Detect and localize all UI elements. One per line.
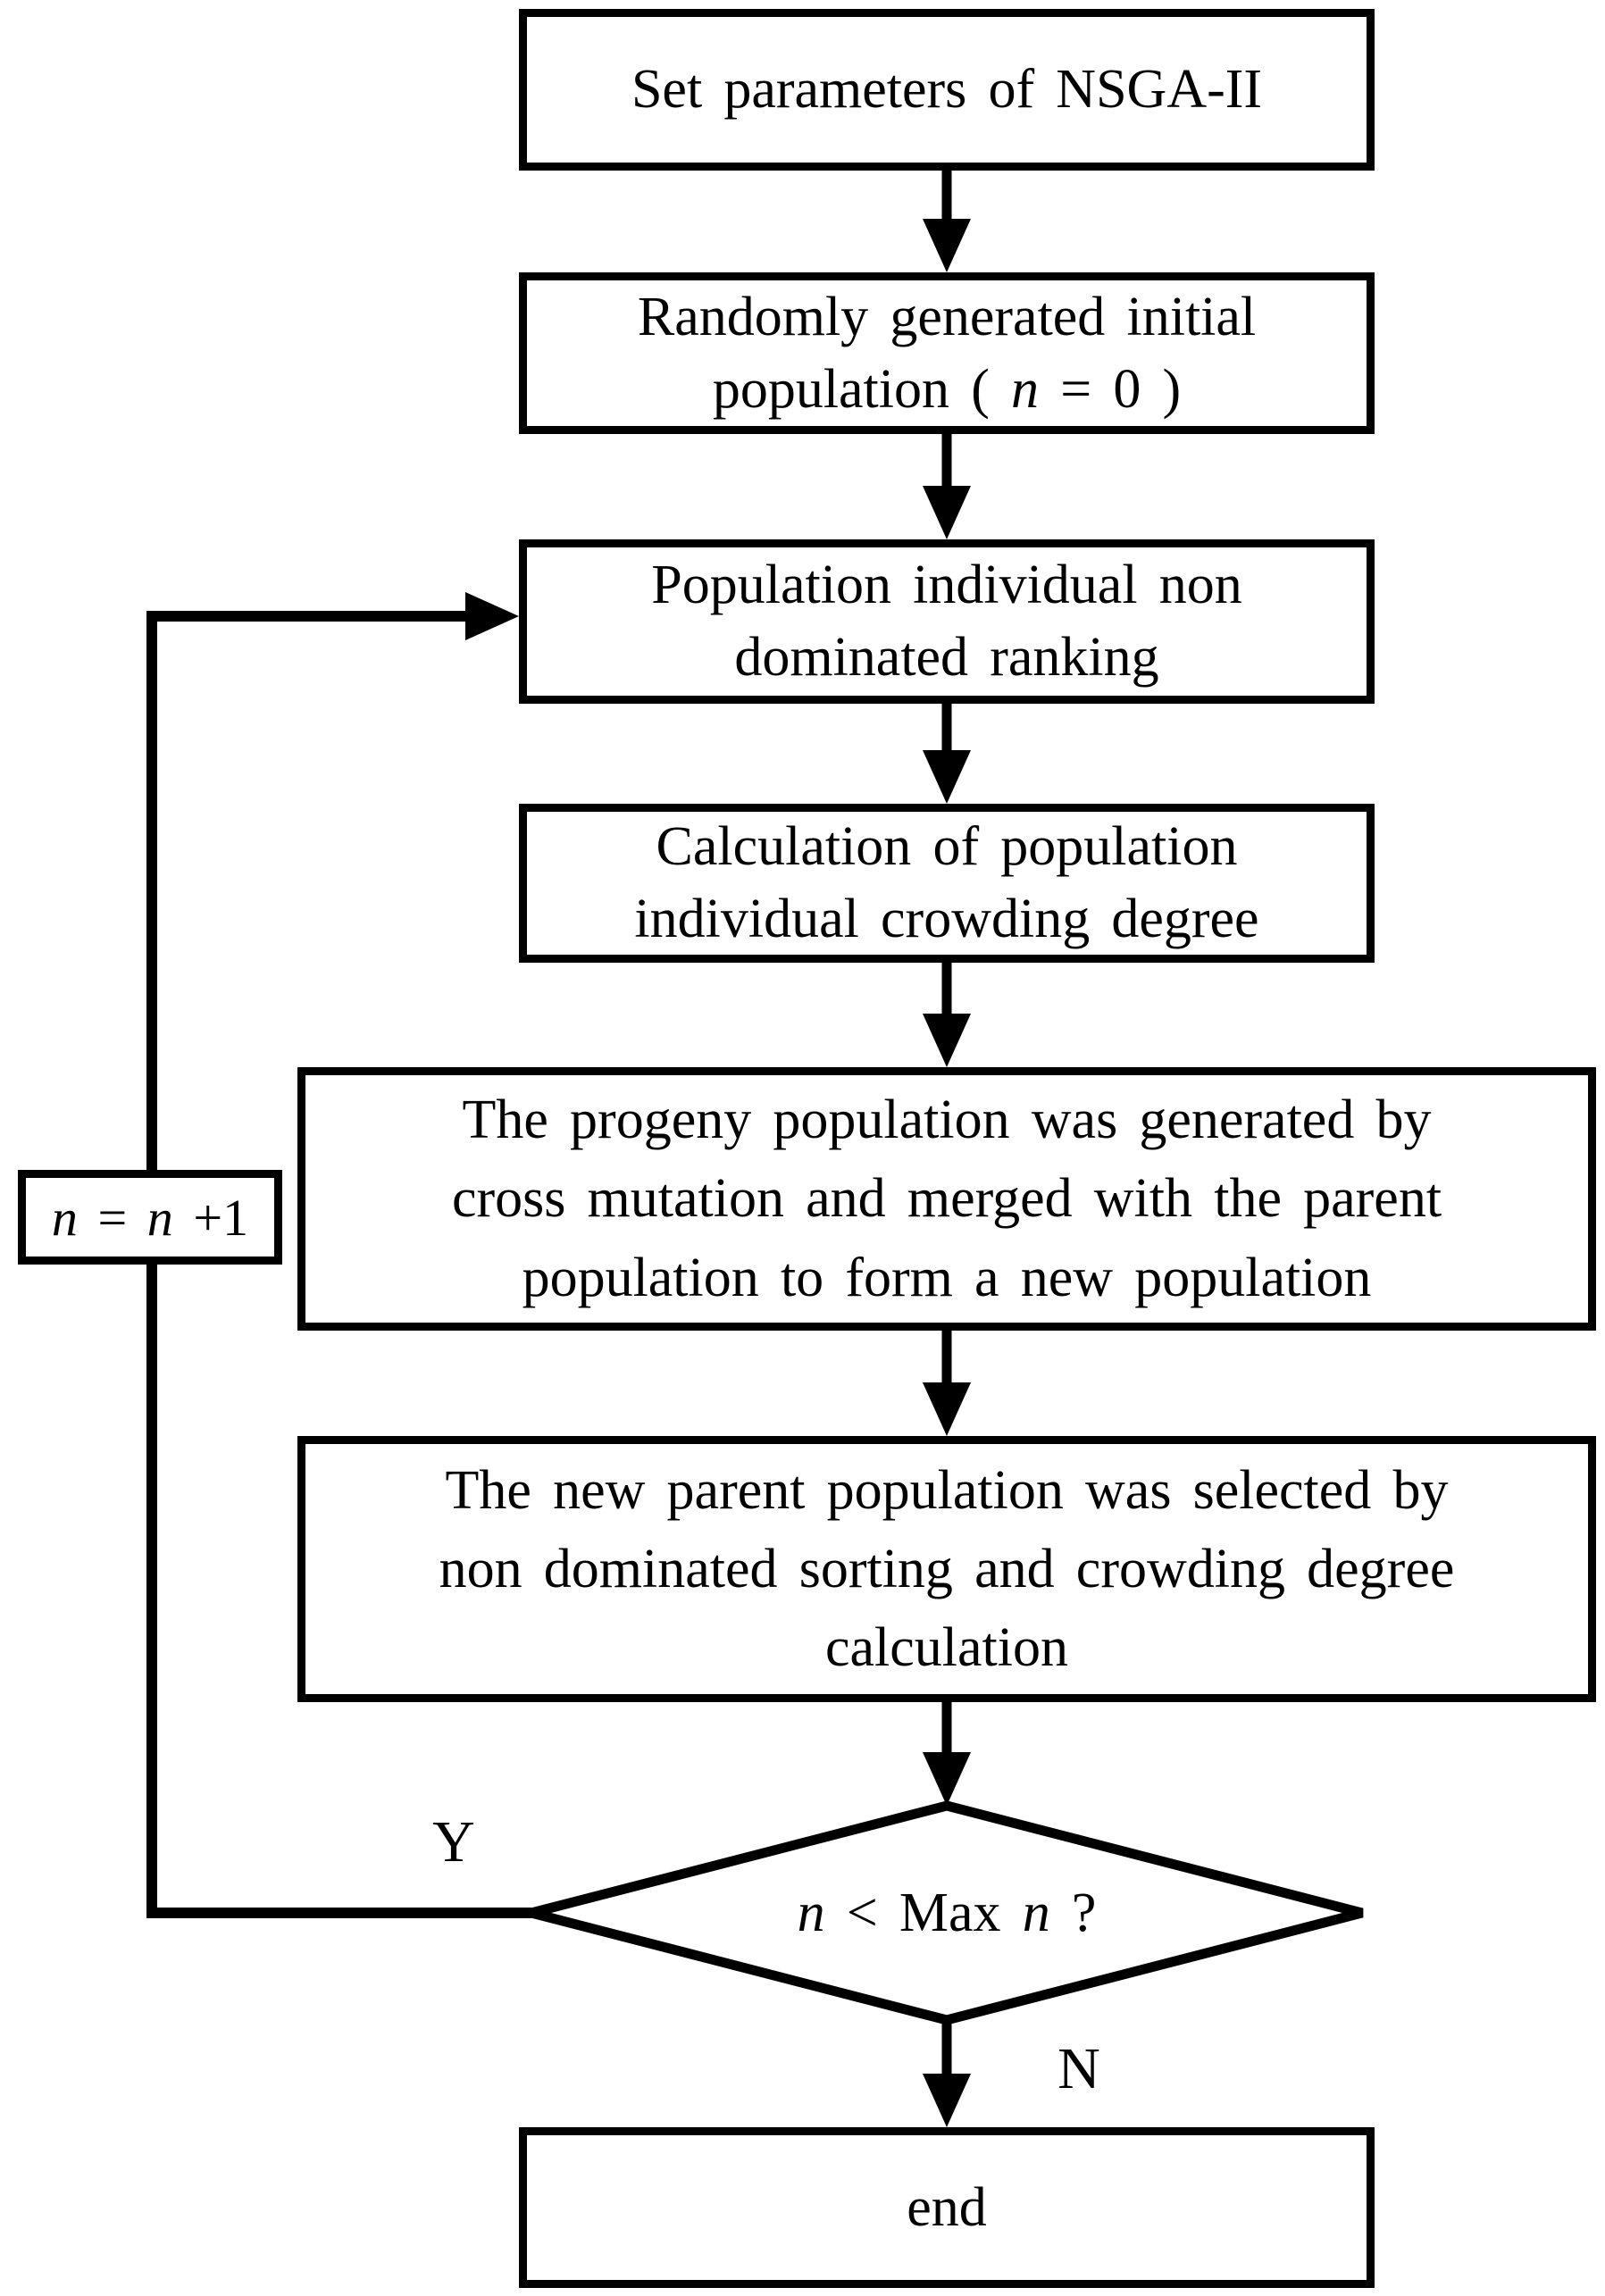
arrow-ranking-to-crowding: [923, 704, 971, 804]
arrow-progeny-to-new-parent: [923, 1331, 971, 1436]
increment-var1-n: n: [51, 1188, 78, 1247]
node-crowding-line2: individual crowding degree: [634, 889, 1259, 949]
node-crowding-degree: Calculation of population individual cro…: [519, 804, 1375, 963]
node-new-parent-line3: calculation: [825, 1617, 1068, 1679]
node-end: end: [519, 2127, 1375, 2288]
arrow-init-to-ranking: [923, 434, 971, 539]
node-crowding-line1: Calculation of population: [656, 816, 1238, 878]
node-progeny-line3: population to form a new population: [522, 1247, 1372, 1308]
node-increment-counter: n = n +1: [18, 1170, 282, 1265]
node-init-population: Randomly generated initial population ( …: [519, 272, 1375, 434]
node-progeny-line1: The progeny population was generated by: [462, 1090, 1432, 1151]
node-init-population-line1: Randomly generated initial: [637, 286, 1257, 347]
decision-question-mark: ?: [1049, 1882, 1097, 1943]
node-new-parent-line2: non dominated sorting and crowding degre…: [439, 1538, 1455, 1599]
init-line2-pre: population (: [712, 358, 1012, 420]
node-ranking-line2: dominated ranking: [734, 627, 1159, 688]
arrow-set-params-to-init: [923, 171, 971, 272]
arrow-new-parent-to-decision: [923, 1702, 971, 1806]
node-ranking-line1: Population individual non: [651, 555, 1242, 616]
node-non-dominated-ranking: Population individual non dominated rank…: [519, 539, 1375, 704]
init-line2-var-n: n: [1011, 358, 1040, 420]
node-progeny-population: The progeny population was generated by …: [297, 1067, 1596, 1331]
decision-condition-label: n < Max n ?: [531, 1870, 1362, 1956]
node-new-parent-line1: The new parent population was selected b…: [445, 1459, 1449, 1521]
arrow-decision-to-end: [923, 2020, 971, 2127]
node-increment-expression: n = n +1: [52, 1188, 248, 1248]
decision-var1-n: n: [797, 1882, 825, 1943]
node-set-parameters: Set parameters of NSGA-II: [519, 9, 1375, 171]
node-end-label: end: [907, 2176, 987, 2238]
branch-label-yes: Y: [432, 1809, 475, 1874]
node-set-parameters-label: Set parameters of NSGA-II: [631, 59, 1263, 121]
node-init-population-line2: population ( n = 0 ): [713, 354, 1181, 426]
arrow-crowding-to-progeny: [923, 963, 971, 1067]
decision-comparison: < Max: [824, 1882, 1023, 1943]
decision-diamond: [530, 1800, 1364, 2025]
node-new-parent-selection: The new parent population was selected b…: [297, 1436, 1596, 1702]
increment-plus-one: +1: [172, 1188, 249, 1247]
arrow-loop-yes-branch: [146, 592, 531, 1918]
branch-label-no: N: [1057, 2036, 1100, 2101]
init-line2-post: = 0 ): [1039, 358, 1182, 420]
increment-var2-n: n: [146, 1188, 173, 1247]
node-progeny-line2: cross mutation and merged with the paren…: [451, 1168, 1442, 1230]
increment-equals: =: [77, 1188, 147, 1247]
decision-var2-n: n: [1022, 1882, 1050, 1943]
